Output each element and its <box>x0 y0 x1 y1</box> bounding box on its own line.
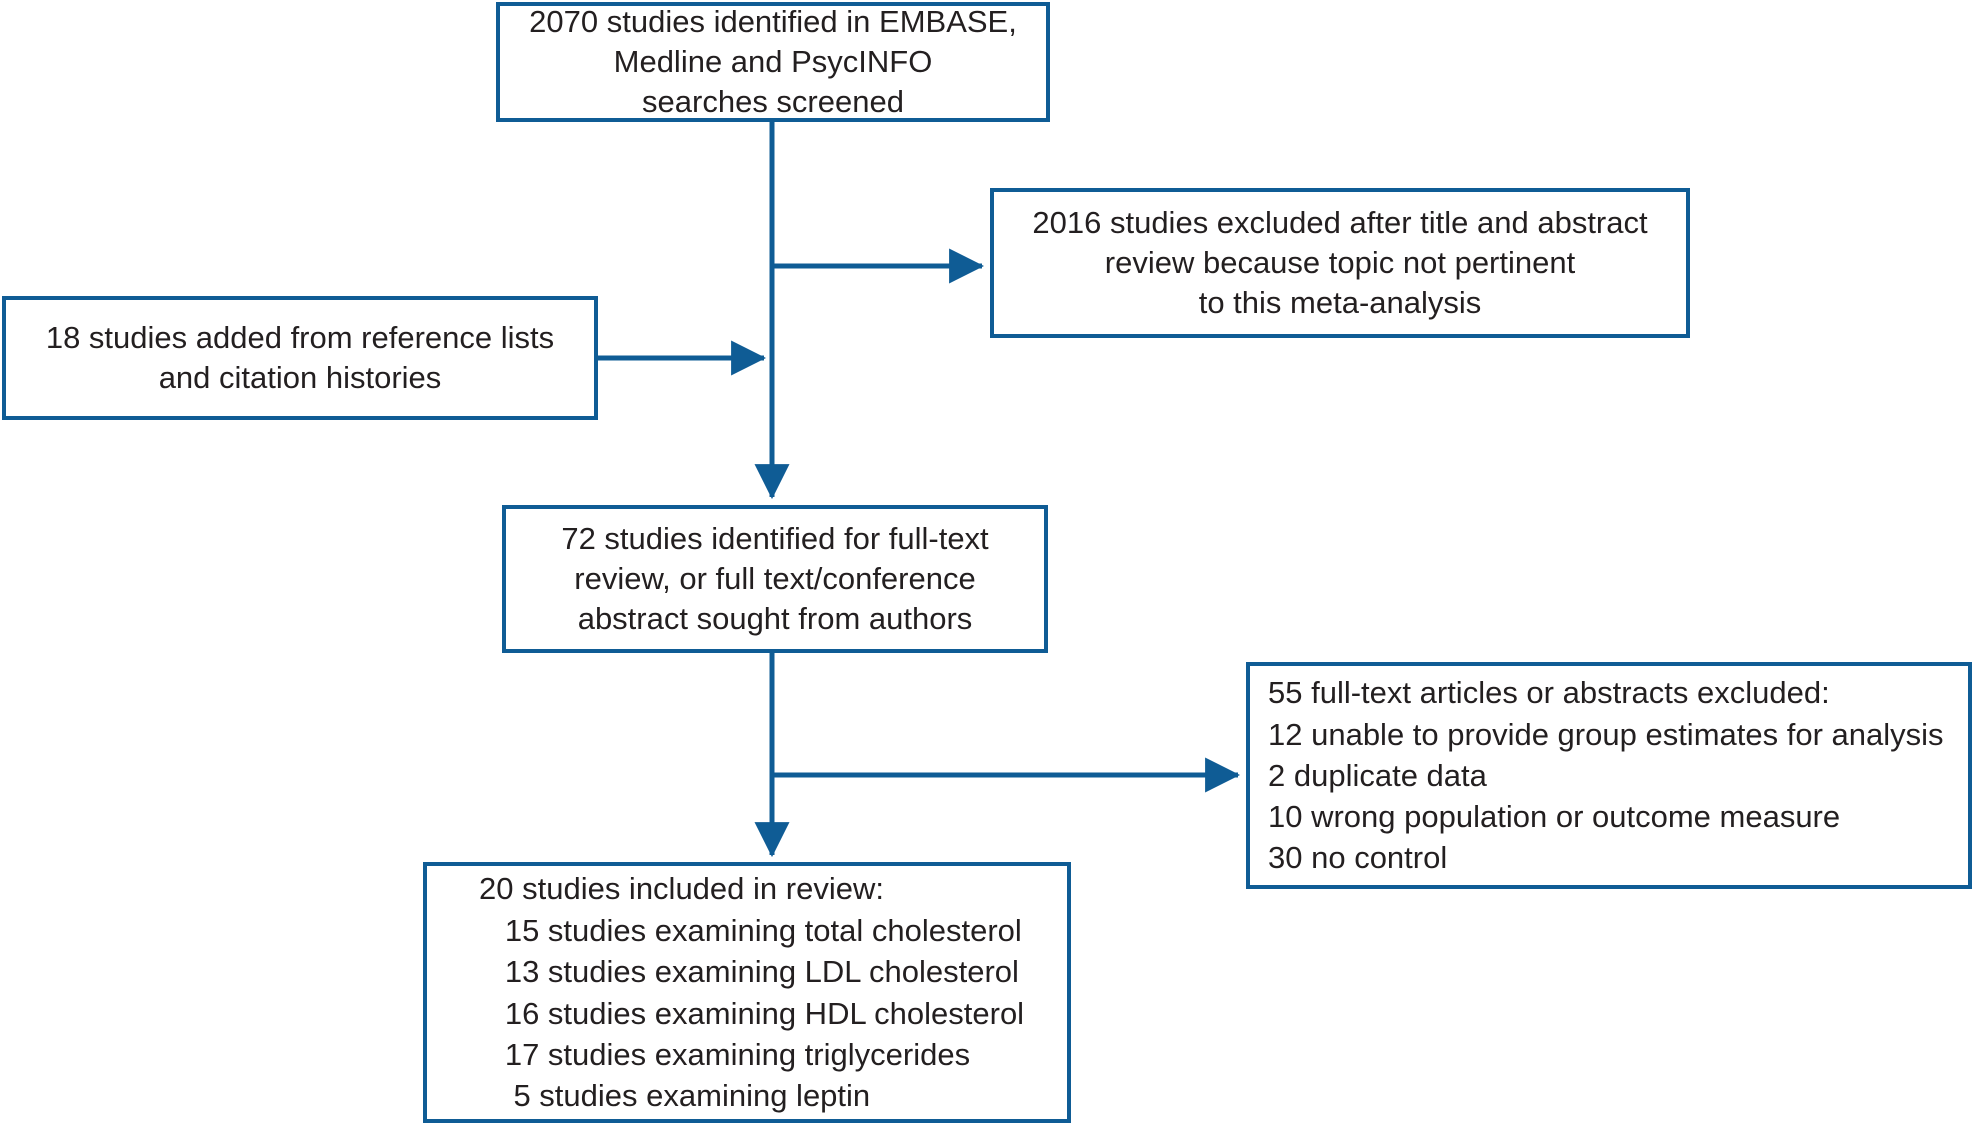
box-line: 16 studies examining HDL cholesterol <box>479 995 1025 1031</box>
box-line: review because topic not pertinent <box>1104 245 1576 280</box>
box-line: abstract sought from authors <box>577 600 973 636</box>
box-line: 72 studies identified for full-text <box>561 521 989 557</box>
box-line: 17 studies examining triglycerides <box>479 1036 971 1072</box>
box-line: and citation histories <box>158 360 442 395</box>
box-added-from-references: 18 studies added from reference lists an… <box>2 296 598 420</box>
box-records-screened: 2070 studies identified in EMBASE, Medli… <box>496 2 1050 122</box>
box-line: 55 full-text articles or abstracts exclu… <box>1268 675 1830 711</box>
box-line: 30 no control <box>1268 840 1448 876</box>
box-line: review, or full text/conference <box>574 561 976 596</box>
box-line: 10 wrong population or outcome measure <box>1268 799 1841 835</box>
box-line: 18 studies added from reference lists <box>45 320 555 356</box>
box-line: 2016 studies excluded after title and ab… <box>1032 205 1648 241</box>
box-line: to this meta-analysis <box>1198 284 1482 320</box>
box-line: 20 studies included in review: <box>479 871 884 907</box>
box-excluded-title-abstract: 2016 studies excluded after title and ab… <box>990 188 1690 338</box>
box-excluded-full-text: 55 full-text articles or abstracts exclu… <box>1246 662 1972 889</box>
box-line: Medline and PsycINFO <box>613 44 933 80</box>
box-included-in-review: 20 studies included in review: 15 studie… <box>423 862 1071 1123</box>
box-line: searches screened <box>642 84 904 119</box>
box-line: 2070 studies identified in EMBASE, <box>529 4 1017 40</box>
box-full-text-review: 72 studies identified for full-text revi… <box>502 505 1048 653</box>
box-line: 2 duplicate data <box>1268 757 1487 793</box>
box-line: 13 studies examining LDL cholesterol <box>479 954 1019 990</box>
box-line: 15 studies examining total cholesterol <box>479 912 1022 948</box>
box-line: 12 unable to provide group estimates for… <box>1268 716 1944 752</box>
box-line: 5 studies examining leptin <box>479 1078 871 1114</box>
